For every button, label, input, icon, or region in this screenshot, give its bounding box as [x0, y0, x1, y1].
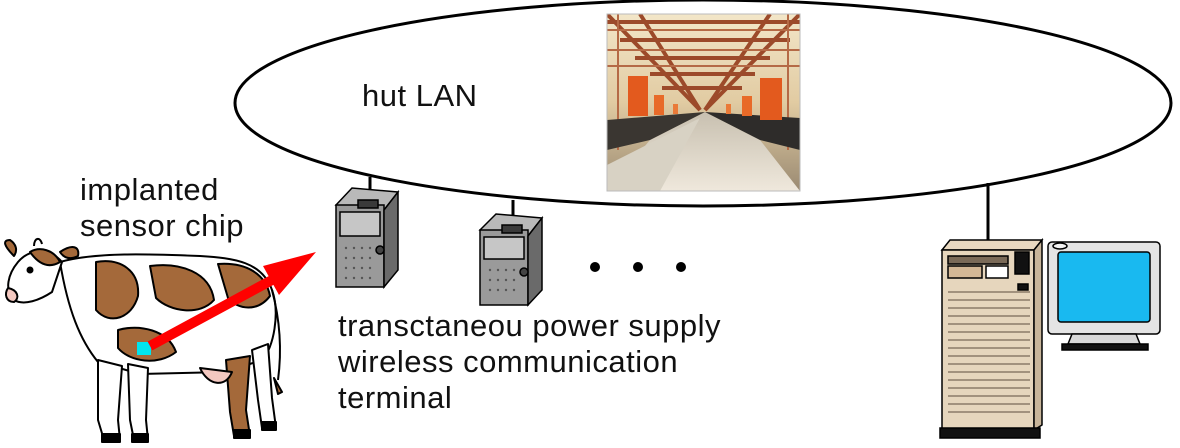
server-tower-icon	[939, 237, 1044, 439]
barn-photo	[606, 13, 801, 192]
arrow-icon	[147, 252, 316, 351]
sensor-chip-icon	[137, 342, 151, 355]
wireless-terminal-icon	[478, 213, 544, 307]
terminal-label-line-1: transctaneou power supply	[338, 308, 722, 343]
sensor-chip-label-line-2: sensor chip	[80, 208, 245, 243]
monitor-icon	[1047, 241, 1161, 351]
lan-label: hut LAN	[362, 78, 478, 113]
terminal-label-line-2: wireless communication	[338, 344, 679, 379]
cow-icon	[4, 238, 283, 443]
wireless-terminal-icon	[334, 187, 400, 290]
terminal-label-line-3: terminal	[338, 380, 453, 415]
sensor-chip-label-line-1: implanted	[80, 172, 219, 207]
ellipsis-dots	[590, 262, 686, 272]
